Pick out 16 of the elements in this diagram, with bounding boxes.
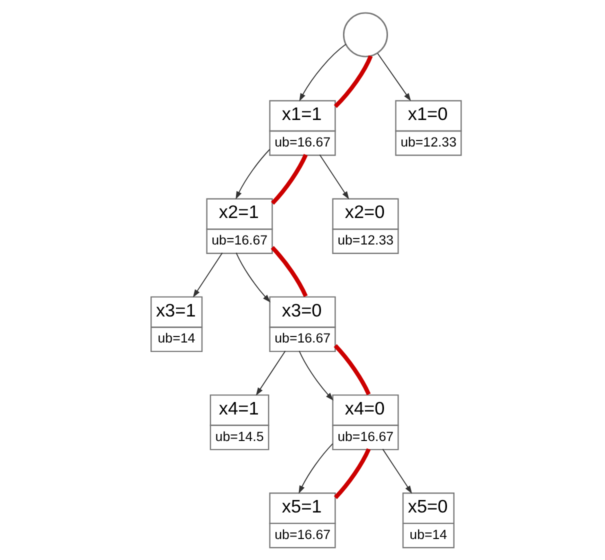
connector [334,344,371,396]
connector [334,55,373,108]
arrow [319,154,350,200]
arrow [299,44,346,102]
arrow [256,350,286,396]
connector [270,154,308,205]
arrow [192,252,223,298]
arrow [236,148,270,200]
node-circle [342,12,388,58]
connector [334,448,371,500]
arrow [377,52,411,102]
arrow [298,443,334,494]
arrow [382,448,412,494]
arrow [236,252,271,302]
connector [270,246,308,298]
arrow [298,350,334,401]
